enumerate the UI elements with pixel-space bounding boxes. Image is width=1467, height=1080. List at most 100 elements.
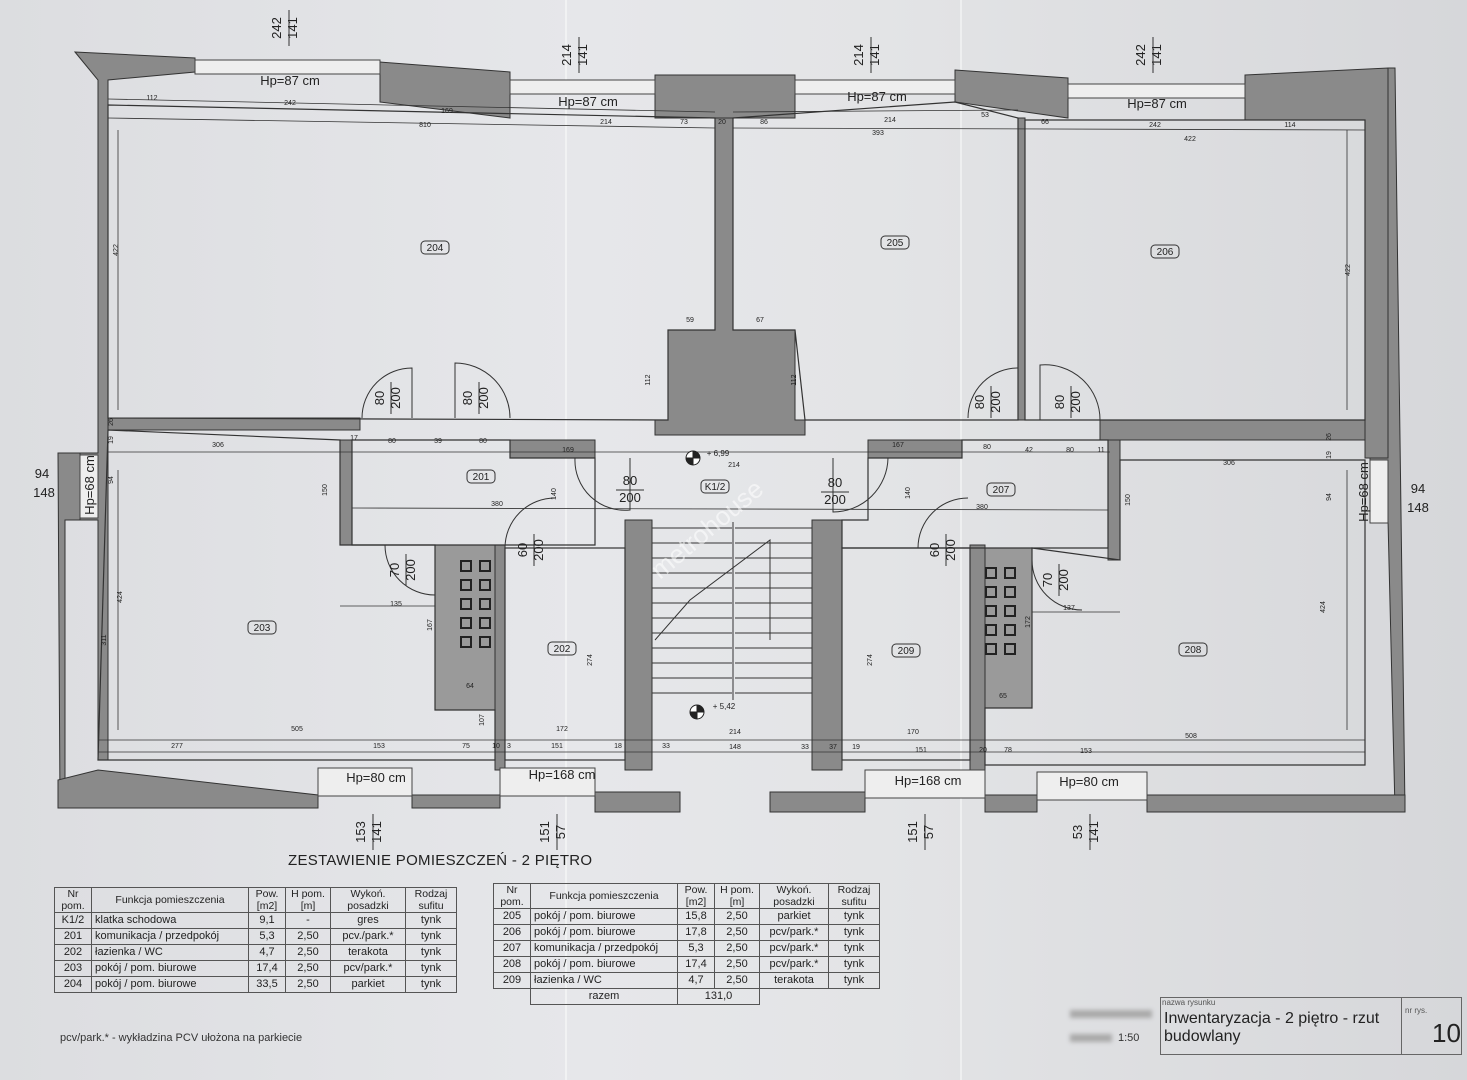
door-label: 200 <box>824 492 846 507</box>
cell-wykon: pcv./park.* <box>330 928 406 945</box>
cell-funkcja: pokój / pom. biurowe <box>530 908 678 925</box>
window-fraction: 151 <box>905 821 920 843</box>
cell-funkcja: pokój / pom. biurowe <box>530 956 678 973</box>
cell-pow: 4,7 <box>677 972 715 989</box>
cell-nr: 201 <box>54 928 92 945</box>
cell-rodzaj: tynk <box>405 944 457 961</box>
door-label: 70 <box>1040 573 1055 587</box>
door-label: 200 <box>619 490 641 505</box>
window-fraction: 94 <box>1411 481 1425 496</box>
dimension-label: 19 <box>108 436 115 444</box>
door-label: 80 <box>623 473 637 488</box>
dimension-label: 135 <box>390 601 402 608</box>
table-header-row: Nr pom. Funkcja pomieszczenia Pow. [m2] … <box>493 883 880 909</box>
cell-funkcja: łazienka / WC <box>530 972 678 989</box>
cell-h: 2,50 <box>714 940 760 957</box>
cell-funkcja: łazienka / WC <box>91 944 249 961</box>
dimension-label: 80 <box>983 444 991 451</box>
dimension-label: 167 <box>892 442 904 449</box>
cell-h: 2,50 <box>714 908 760 925</box>
col-header-nr: Nr pom. <box>54 887 92 913</box>
dimension-label: 380 <box>491 501 503 508</box>
dimension-label: 810 <box>419 122 431 129</box>
cell-wykon: gres <box>330 912 406 929</box>
wc-tile <box>479 560 491 572</box>
room-label-203: 203 <box>254 623 271 634</box>
room-tag-frame <box>466 469 496 484</box>
window-label: Hp=68 cm <box>1356 462 1371 522</box>
wc-tile <box>985 643 997 655</box>
cell-funkcja: pokój / pom. biurowe <box>91 976 249 993</box>
room-label-207: 207 <box>993 485 1010 496</box>
dimension-label: 151 <box>915 747 927 754</box>
door-label: 80 <box>828 475 842 490</box>
dimension-label: 214 <box>884 117 896 124</box>
door-label: 70 <box>387 563 402 577</box>
drawing-number-caption: nr rys. <box>1405 1006 1428 1015</box>
room-tag-frame <box>891 643 921 658</box>
dimension-label: 64 <box>466 683 474 690</box>
drawing-scale: 1:50 <box>1118 1032 1140 1044</box>
dimension-label: 107 <box>479 714 486 726</box>
cell-pow: 17,8 <box>677 924 715 941</box>
dimension-label: 75 <box>462 743 470 750</box>
dimension-label: 94 <box>1326 493 1333 501</box>
col-header-pow: Pow. [m2] <box>248 887 286 913</box>
dimension-label: 18 <box>614 743 622 750</box>
paper-fold <box>565 0 567 1080</box>
dimension-label: 140 <box>551 488 558 500</box>
cell-rodzaj: tynk <box>828 924 880 941</box>
window-fraction: 214 <box>559 44 574 66</box>
total-value: 131,0 <box>677 988 760 1005</box>
door-label: 80 <box>1052 395 1067 409</box>
dimension-label: 140 <box>905 487 912 499</box>
cell-rodzaj: tynk <box>828 908 880 925</box>
door-label: 60 <box>927 543 942 557</box>
room-label-209: 209 <box>898 646 915 657</box>
window-fraction: 141 <box>575 44 590 66</box>
window-fraction: 57 <box>921 825 936 839</box>
cell-rodzaj: tynk <box>405 912 457 929</box>
door-label: 200 <box>988 391 1003 413</box>
cell-wykon: parkiet <box>759 908 829 925</box>
dimension-label: 505 <box>291 726 303 733</box>
wc-tile <box>985 586 997 598</box>
wc-tile <box>1004 643 1016 655</box>
window-fraction: 141 <box>369 821 384 843</box>
wc-tile <box>985 567 997 579</box>
dimension-lines <box>98 98 1366 753</box>
window-fraction: 141 <box>285 17 300 39</box>
dimension-label: 80 <box>1066 447 1074 454</box>
cell-nr: 203 <box>54 960 92 977</box>
room-tag-frame <box>986 482 1016 497</box>
window-label: Hp=80 cm <box>1059 774 1119 789</box>
level-marker-lower <box>689 704 705 720</box>
dimension-label: 424 <box>117 591 124 603</box>
room-label-208: 208 <box>1185 645 1202 656</box>
wc-tile <box>460 560 472 572</box>
room-tag-frame <box>420 240 450 255</box>
dimension-label: 19 <box>852 744 860 751</box>
cell-pow: 17,4 <box>248 960 286 977</box>
dimension-label: 42 <box>1025 447 1033 454</box>
wc-tile <box>1004 605 1016 617</box>
cell-h: 2,50 <box>285 960 331 977</box>
window-label: Hp=68 cm <box>82 455 97 515</box>
dimension-label: 393 <box>872 130 884 137</box>
wc-fixtures-left <box>460 560 491 648</box>
dimension-label: 380 <box>976 504 988 511</box>
cell-funkcja: komunikacja / przedpokój <box>91 928 249 945</box>
cell-h: 2,50 <box>714 924 760 941</box>
dimension-label: 112 <box>146 95 157 102</box>
cell-pow: 9,1 <box>248 912 286 929</box>
dimension-label: 80 <box>479 438 487 445</box>
room-label-205: 205 <box>887 238 904 249</box>
door-label: 80 <box>972 395 987 409</box>
dimension-label: 17 <box>350 435 358 442</box>
